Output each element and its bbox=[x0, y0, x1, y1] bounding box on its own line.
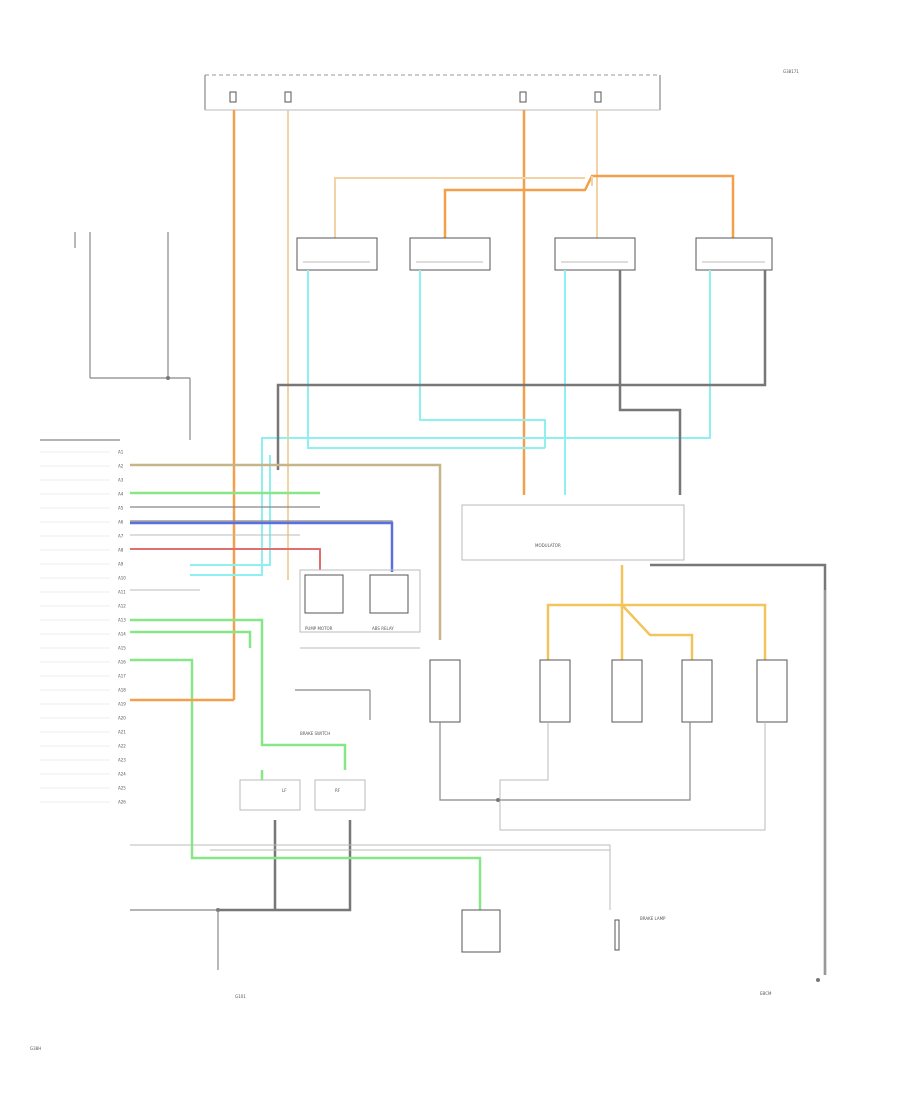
valve-boxes bbox=[429, 659, 788, 831]
pump-motor-label: PUMP MOTOR bbox=[305, 626, 333, 631]
harness bbox=[130, 463, 482, 970]
ebcm-connector: A1A2A3A4A5A6A7A8A9A10A11A12A13A14A15A16A… bbox=[40, 439, 126, 805]
connector-pin-19: A19 bbox=[118, 702, 126, 707]
connector-pin-9: A9 bbox=[118, 562, 124, 567]
relay-box-label: ABS RELAY bbox=[372, 626, 394, 631]
connector-pin-26: A26 bbox=[118, 800, 126, 805]
page-code-label: G38H bbox=[30, 1046, 41, 1051]
left-switches bbox=[74, 232, 191, 440]
connector-pin-23: A23 bbox=[118, 758, 126, 763]
brake-switch-label: BRAKE SWITCH bbox=[300, 731, 330, 736]
fuse-block-top: G38171 bbox=[204, 69, 799, 111]
connector-pin-5: A5 bbox=[118, 506, 124, 511]
connector-pin-16: A16 bbox=[118, 660, 126, 665]
connector-pin-1: A1 bbox=[118, 450, 124, 455]
modulator: MODULATOR bbox=[461, 504, 827, 975]
modulator-label: MODULATOR bbox=[535, 543, 561, 548]
connector-pin-7: A7 bbox=[118, 534, 124, 539]
connector-pin-6: A6 bbox=[118, 520, 124, 525]
connector-pin-18: A18 bbox=[118, 688, 126, 693]
connector-pin-8: A8 bbox=[118, 548, 124, 553]
connector-pin-24: A24 bbox=[118, 772, 126, 777]
connector-pin-4: A4 bbox=[118, 492, 124, 497]
wheel-sensors-front: LF RF bbox=[239, 770, 366, 811]
brake-lamp-label: BRAKE LAMP bbox=[640, 916, 666, 921]
connector-pin-25: A25 bbox=[118, 786, 126, 791]
ground-label: G101 bbox=[235, 994, 246, 999]
bottom-components: BRAKE LAMP G101 EBCM bbox=[130, 844, 820, 999]
feed-wires bbox=[232, 110, 735, 700]
brake-switch: BRAKE SWITCH bbox=[295, 689, 371, 736]
connector-pin-10: A10 bbox=[118, 576, 126, 581]
connector-pin-12: A12 bbox=[118, 604, 126, 609]
rf-sensor-label: RF bbox=[335, 788, 341, 793]
cyan-wires bbox=[190, 270, 711, 576]
connector-pin-11: A11 bbox=[118, 590, 126, 595]
connector-pin-22: A22 bbox=[118, 744, 126, 749]
ebcm-label: EBCM bbox=[760, 991, 772, 996]
valve-wires bbox=[546, 565, 767, 660]
connector-pin-13: A13 bbox=[118, 618, 126, 623]
connector-pin-21: A21 bbox=[118, 730, 126, 735]
connector-pin-15: A15 bbox=[118, 646, 126, 651]
connector-pin-20: A20 bbox=[118, 716, 126, 721]
connector-pin-2: A2 bbox=[118, 464, 124, 469]
pump-relay: PUMP MOTOR ABS RELAY bbox=[299, 569, 421, 649]
figure-id-label: G38171 bbox=[783, 69, 799, 74]
lf-sensor-label: LF bbox=[282, 788, 287, 793]
connector-pin-17: A17 bbox=[118, 674, 126, 679]
solenoid-boxes bbox=[296, 237, 773, 271]
connector-pin-14: A14 bbox=[118, 632, 126, 637]
connector-pin-3: A3 bbox=[118, 478, 124, 483]
